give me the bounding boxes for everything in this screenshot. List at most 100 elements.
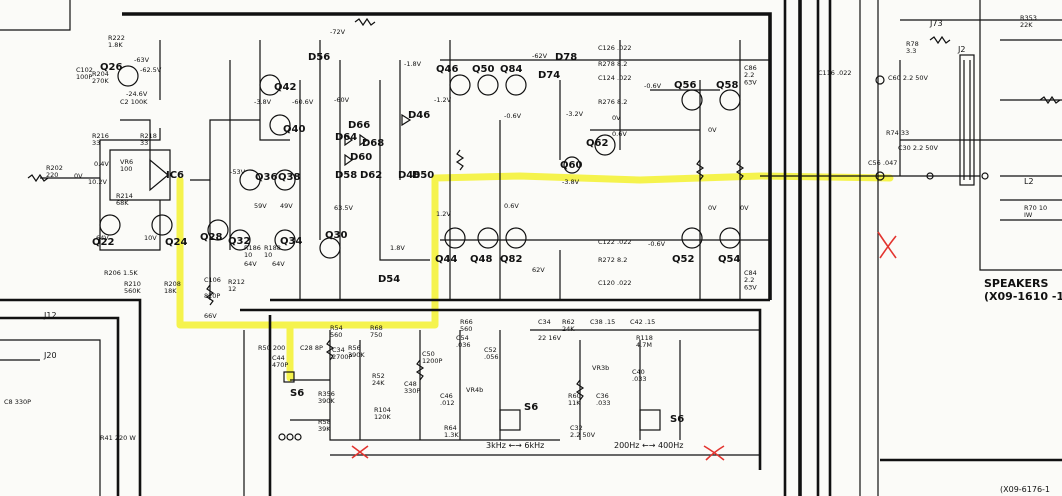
svg-text:C30 2.2 50V: C30 2.2 50V bbox=[898, 144, 939, 152]
svg-text:D62: D62 bbox=[360, 170, 382, 181]
resistors bbox=[27, 17, 1061, 401]
diodes: D46 D48 D50 D54 D56 D58 D60 D62 D64 D66 … bbox=[308, 52, 577, 285]
transistor-q38: Q38 bbox=[274, 169, 300, 191]
svg-text:Q24: Q24 bbox=[165, 237, 187, 248]
transistor-q28: Q28 bbox=[200, 219, 229, 243]
transistor-q56: Q56 bbox=[674, 80, 703, 111]
svg-text:22 16V: 22 16V bbox=[538, 334, 562, 342]
svg-text:Q44: Q44 bbox=[435, 254, 457, 265]
svg-text:C56 .047: C56 .047 bbox=[868, 159, 897, 167]
transistor-q22: Q22 bbox=[92, 214, 121, 248]
svg-text:D50: D50 bbox=[412, 170, 434, 181]
svg-text:-62.5V: -62.5V bbox=[140, 66, 162, 74]
svg-text:C124 .022: C124 .022 bbox=[598, 74, 631, 82]
svg-text:C34: C34 bbox=[538, 318, 551, 326]
svg-text:D56: D56 bbox=[308, 52, 330, 63]
svg-text:-0.6V: -0.6V bbox=[504, 112, 522, 120]
svg-text:-72V: -72V bbox=[330, 28, 346, 36]
connectors bbox=[278, 54, 989, 441]
svg-text:0V: 0V bbox=[708, 204, 717, 212]
transistor-q62: Q62 bbox=[586, 134, 616, 156]
svg-text:66V: 66V bbox=[204, 312, 217, 320]
svg-text:0V: 0V bbox=[708, 126, 717, 134]
svg-text:63.5V: 63.5V bbox=[334, 204, 353, 212]
svg-text:C116 .022: C116 .022 bbox=[818, 69, 851, 77]
svg-text:49V: 49V bbox=[280, 202, 293, 210]
svg-text:-3.8V: -3.8V bbox=[254, 98, 272, 106]
transistor-q32: Q32 bbox=[228, 229, 251, 251]
svg-text:S6: S6 bbox=[670, 414, 684, 425]
svg-text:C28 8P: C28 8P bbox=[300, 344, 323, 352]
svg-text:C106: C106 bbox=[204, 276, 221, 284]
transistor-q52: Q52 bbox=[672, 227, 703, 265]
svg-text:C40.033: C40.033 bbox=[632, 368, 646, 383]
svg-text:-60V: -60V bbox=[334, 96, 350, 104]
transistor-q36: Q36 bbox=[239, 169, 277, 191]
svg-text:D78: D78 bbox=[555, 52, 577, 63]
transistor-q24: Q24 bbox=[151, 214, 187, 248]
svg-text:820P: 820P bbox=[204, 292, 220, 300]
svg-text:Q46: Q46 bbox=[436, 64, 458, 75]
svg-text:1.8V: 1.8V bbox=[390, 244, 405, 252]
svg-text:S6: S6 bbox=[290, 388, 304, 399]
transistor-q42: Q42 bbox=[259, 74, 296, 96]
svg-text:Q48: Q48 bbox=[470, 254, 492, 265]
svg-text:R50 200: R50 200 bbox=[258, 344, 285, 352]
svg-text:R276 8.2: R276 8.2 bbox=[598, 98, 627, 106]
svg-text:-0.6V: -0.6V bbox=[648, 240, 666, 248]
svg-text:-63V: -63V bbox=[134, 56, 150, 64]
transistor-q60: Q60 bbox=[560, 156, 582, 174]
red-x-mark-3 bbox=[703, 445, 725, 461]
svg-text:Q58: Q58 bbox=[716, 80, 738, 91]
svg-text:-60.6V: -60.6V bbox=[292, 98, 314, 106]
svg-text:Q22: Q22 bbox=[92, 237, 114, 248]
svg-text:D68: D68 bbox=[362, 138, 384, 149]
svg-text:0.6V: 0.6V bbox=[504, 202, 519, 210]
svg-text:-0.6V: -0.6V bbox=[644, 82, 662, 90]
svg-text:S6: S6 bbox=[524, 402, 538, 413]
transistor-q44: Q44 bbox=[435, 227, 466, 265]
svg-text:10.2V: 10.2V bbox=[88, 178, 107, 186]
svg-text:Q34: Q34 bbox=[280, 236, 302, 247]
voltage-annotations: -72V -63V -62.5V -24.6V -1.8V -62V -60V … bbox=[74, 28, 749, 320]
svg-text:D58: D58 bbox=[335, 170, 357, 181]
svg-text:J73: J73 bbox=[929, 19, 943, 28]
svg-text:VR4b: VR4b bbox=[466, 386, 483, 394]
svg-text:-3.2V: -3.2V bbox=[566, 110, 584, 118]
red-x-marks bbox=[351, 231, 897, 461]
svg-text:Q38: Q38 bbox=[278, 172, 300, 183]
svg-text:0V: 0V bbox=[740, 204, 749, 212]
svg-text:D66: D66 bbox=[348, 120, 370, 131]
transistor-q46: Q46 bbox=[436, 64, 471, 96]
svg-text:R272 8.2: R272 8.2 bbox=[598, 256, 627, 264]
transistor-q34: Q34 bbox=[274, 229, 302, 251]
transistor-q50: Q50 bbox=[472, 64, 499, 96]
svg-text:Q54: Q54 bbox=[718, 254, 740, 265]
transistor-q54: Q54 bbox=[718, 227, 741, 265]
svg-text:J2: J2 bbox=[957, 45, 965, 54]
transistor-q40: Q40 bbox=[269, 114, 305, 136]
red-x-mark-1 bbox=[877, 231, 897, 259]
svg-text:Q28: Q28 bbox=[200, 232, 222, 243]
